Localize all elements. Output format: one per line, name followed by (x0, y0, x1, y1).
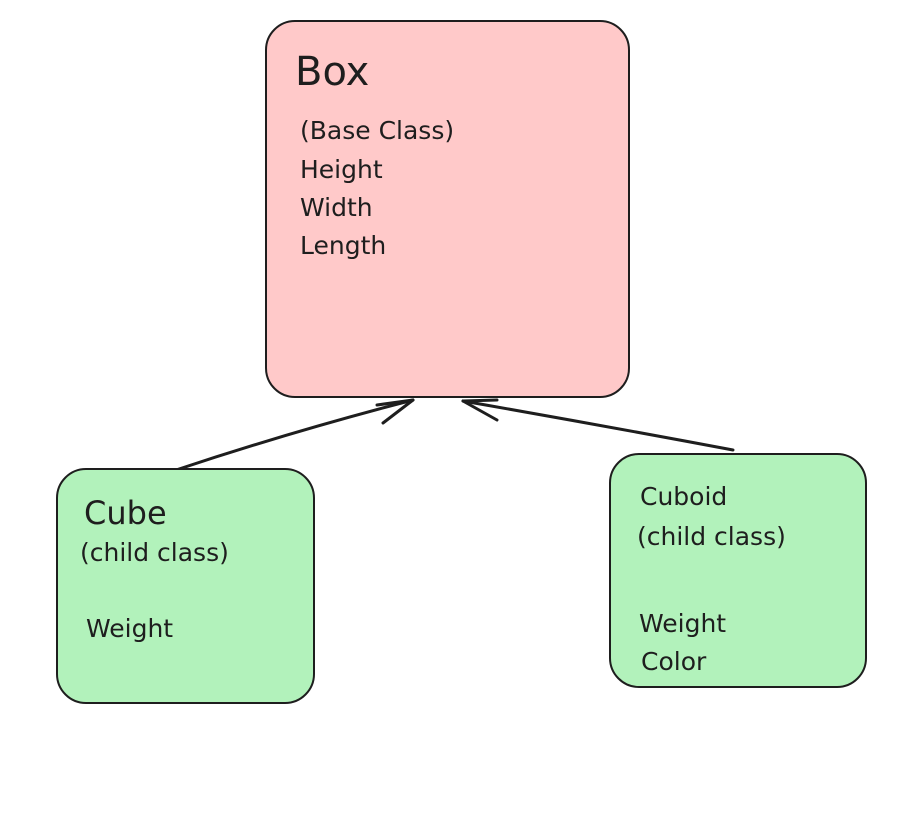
cube-class-title: Cube (84, 494, 167, 532)
base-field-width: Width (300, 193, 373, 222)
cuboid-field-color: Color (641, 647, 707, 676)
cuboid-class-subtitle: (child class) (637, 522, 786, 551)
base-field-length: Length (300, 231, 387, 260)
cube-class-subtitle: (child class) (80, 538, 229, 567)
base-class-title: Box (295, 49, 370, 95)
cuboid-class-box (609, 453, 867, 688)
base-class-box (265, 20, 630, 398)
cuboid-field-weight: Weight (639, 609, 727, 638)
cube-field-weight: Weight (86, 614, 174, 643)
base-field-height: Height (300, 155, 383, 184)
arrow-cuboid-to-box (461, 398, 735, 452)
arrow-cube-to-box (174, 398, 415, 472)
cube-class-box (56, 468, 315, 704)
base-class-subtitle: (Base Class) (300, 116, 455, 145)
cuboid-class-title: Cuboid (640, 482, 728, 511)
